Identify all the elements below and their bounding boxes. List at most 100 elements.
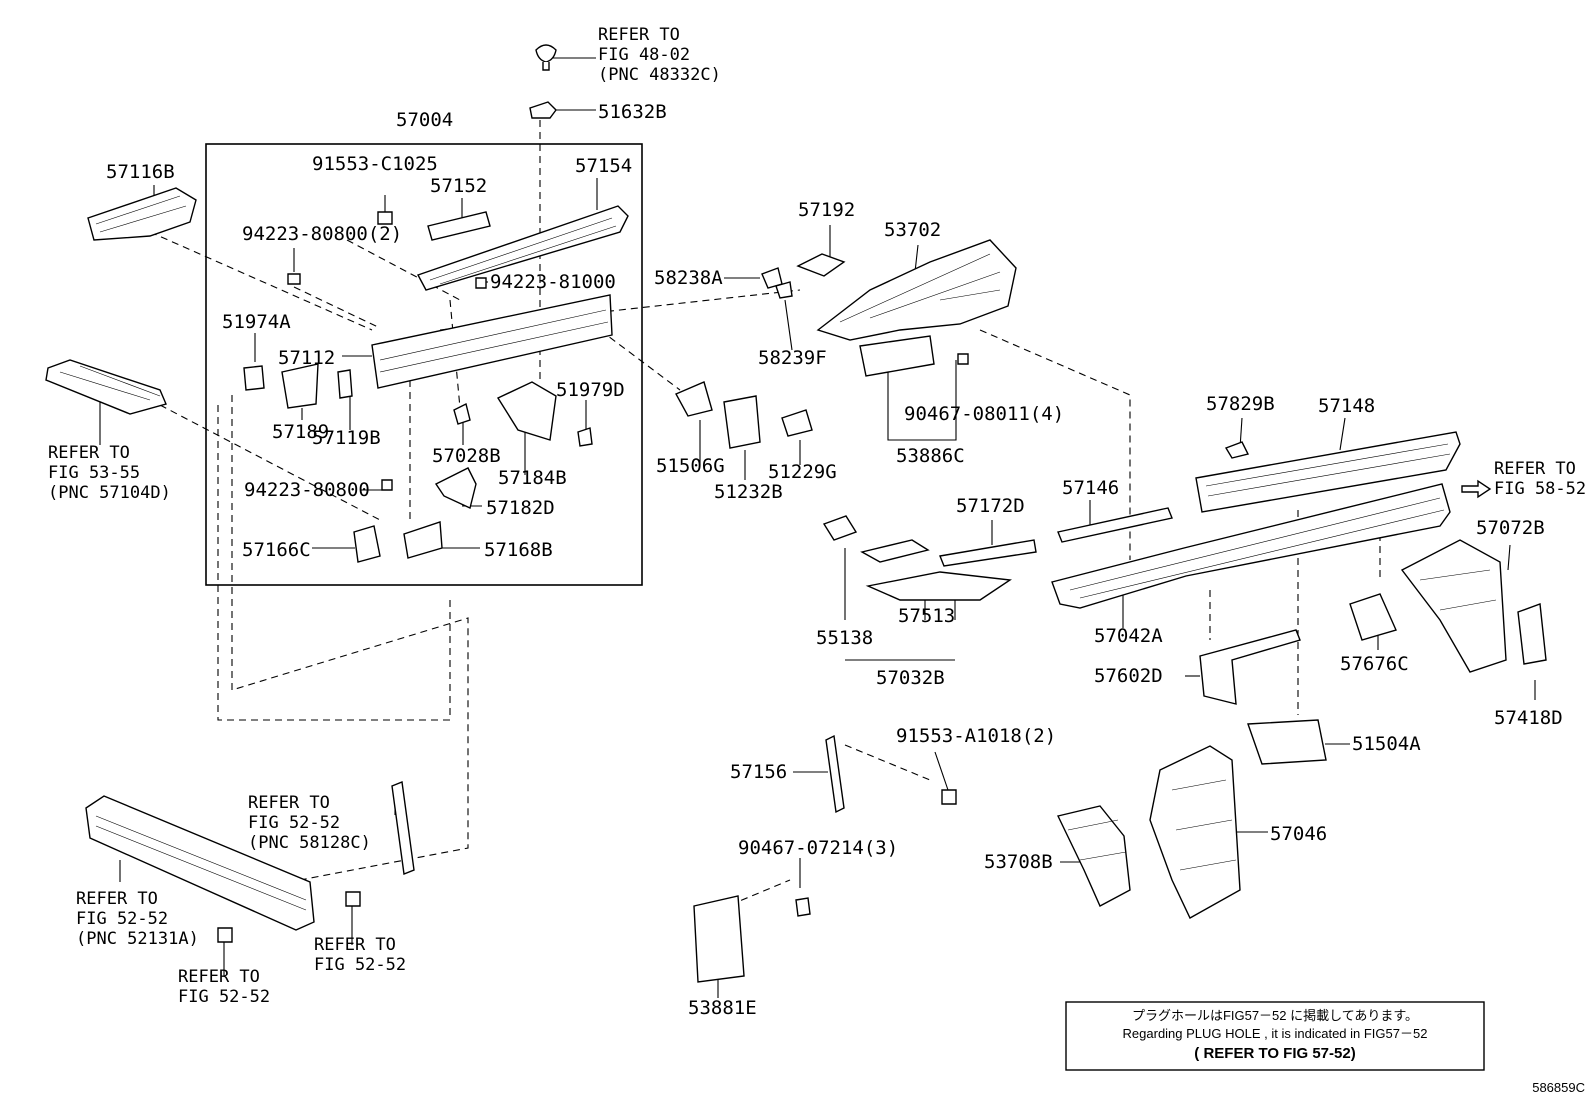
label-57046: 57046 <box>1270 823 1327 845</box>
refer-52-52-52131a-line1: REFER TO <box>76 889 158 909</box>
label-57166c: 57166C <box>242 539 311 561</box>
refer-52-52-52131a-line3: (PNC 52131A) <box>76 929 199 949</box>
part-57189-shape <box>281 363 319 409</box>
part-58128c-shape <box>391 781 415 875</box>
label-90467-08011-4: 90467-08011(4) <box>904 403 1064 425</box>
part-57046-shape <box>1149 745 1241 919</box>
refer-52-52-52131a-line2: FIG 52-52 <box>76 909 168 929</box>
nut-94223-80800-2-shape <box>287 273 301 285</box>
label-57042a: 57042A <box>1094 625 1163 647</box>
label-91553-a1018-2: 91553-A1018(2) <box>896 725 1056 747</box>
part-57032b-shape <box>865 571 1012 601</box>
label-51504a: 51504A <box>1352 733 1421 755</box>
nut-94223-81000-shape <box>475 277 487 289</box>
label-53702: 53702 <box>884 219 941 241</box>
arrow-refer-58-52 <box>1461 479 1492 499</box>
label-51229g: 51229G <box>768 461 837 483</box>
part-57104d-shape <box>45 359 167 415</box>
part-57028b-shape <box>453 402 471 425</box>
label-51506g: 51506G <box>656 455 725 477</box>
label-51979d: 51979D <box>556 379 625 401</box>
part-51232b-shape <box>723 395 761 449</box>
refer-52-52-58128c-line2: FIG 52-52 <box>248 813 340 833</box>
plug-hole-note: プラグホールはFIG57－52 に掲載してあります。 Regarding PLU… <box>1065 1001 1485 1071</box>
label-53708b: 53708B <box>984 851 1053 873</box>
label-57116b: 57116B <box>106 161 175 183</box>
part-53886c-shape <box>859 335 935 377</box>
part-57184b-shape <box>496 381 557 441</box>
label-57602d: 57602D <box>1094 665 1163 687</box>
part-53881e-shape <box>693 895 745 983</box>
label-57418d: 57418D <box>1494 707 1563 729</box>
label-57172d: 57172D <box>956 495 1025 517</box>
refer-48-02-line1: REFER TO <box>598 25 680 45</box>
nut-94223-80800-shape <box>381 479 393 491</box>
part-57168b-shape <box>403 521 443 559</box>
label-94223-80800-2: 94223-80800(2) <box>242 223 402 245</box>
refer-52-52-right-line1: REFER TO <box>314 935 396 955</box>
cap-48332c-shape <box>535 44 557 63</box>
part-57156-shape <box>825 734 845 814</box>
label-57156: 57156 <box>730 761 787 783</box>
clip-90467-07214-shape <box>795 897 811 917</box>
label-57189: 57189 <box>272 421 329 443</box>
part-51632b-shape <box>529 101 557 119</box>
clip-90467-08011-shape <box>957 353 969 365</box>
part-57172d-shape <box>939 539 1037 567</box>
part-51979d-shape <box>577 427 593 447</box>
part-52131a-shape <box>85 795 315 931</box>
label-58238a: 58238A <box>654 267 723 289</box>
refer-52-52-58128c-line3: (PNC 58128C) <box>248 833 371 853</box>
label-57004: 57004 <box>396 109 453 131</box>
part-57116b-shape <box>87 187 197 241</box>
part-57148-shape <box>1195 431 1461 513</box>
label-51974a: 51974A <box>222 311 291 333</box>
label-94223-80800: 94223-80800 <box>244 479 370 501</box>
label-57028b: 57028B <box>432 445 501 467</box>
bolt-91553-c1025-shape <box>377 211 393 225</box>
part-57829b-shape <box>1224 441 1250 459</box>
label-57184b: 57184B <box>498 467 567 489</box>
part-57042a-shape <box>1051 483 1451 609</box>
label-53881e: 53881E <box>688 997 757 1019</box>
figure-code: 586859C <box>1532 1080 1585 1095</box>
part-51504a-shape <box>1247 719 1327 765</box>
label-51632b: 51632B <box>598 101 667 123</box>
label-57112: 57112 <box>278 347 335 369</box>
part-57119b-shape <box>337 369 353 399</box>
label-57676c: 57676C <box>1340 653 1409 675</box>
part-57112-shape <box>371 294 613 389</box>
part-57146-shape <box>1057 507 1173 543</box>
part-51974a-shape <box>243 365 265 391</box>
label-58239f: 58239F <box>758 347 827 369</box>
label-90467-07214-3: 90467-07214(3) <box>738 837 898 859</box>
label-94223-81000: 94223-81000 <box>490 271 616 293</box>
note-line-refer: ( REFER TO FIG 57-52) <box>1194 1045 1355 1062</box>
refer-52-52-right-line2: FIG 52-52 <box>314 955 406 975</box>
refer-48-02-line3: (PNC 48332C) <box>598 65 721 85</box>
assembly-57004-frame <box>205 143 643 586</box>
refer-53-55-line3: (PNC 57104D) <box>48 483 171 503</box>
part-57513-shape <box>860 539 930 563</box>
part-51229g-shape <box>781 409 813 437</box>
label-57072b: 57072B <box>1476 517 1545 539</box>
refer-48-02-line2: FIG 48-02 <box>598 45 690 65</box>
part-57154-shape <box>416 205 629 291</box>
part-57166c-shape <box>353 525 381 563</box>
label-57119b: 57119B <box>312 427 381 449</box>
part-57418d-shape <box>1517 603 1547 665</box>
part-57182d-shape <box>434 467 477 509</box>
label-57829b: 57829B <box>1206 393 1275 415</box>
refer-53-55-line2: FIG 53-55 <box>48 463 140 483</box>
label-55138: 55138 <box>816 627 873 649</box>
part-57676c-shape <box>1349 593 1397 641</box>
bolt-52-52-right-shape <box>345 891 361 907</box>
label-57032b: 57032B <box>876 667 945 689</box>
part-55138-shape <box>822 515 858 541</box>
part-shapes <box>45 44 1547 983</box>
label-57154: 57154 <box>575 155 632 177</box>
bolt-91553-a1018-shape <box>941 789 957 805</box>
refer-labels: REFER TO FIG 48-02 (PNC 48332C) REFER TO… <box>48 25 1586 1007</box>
